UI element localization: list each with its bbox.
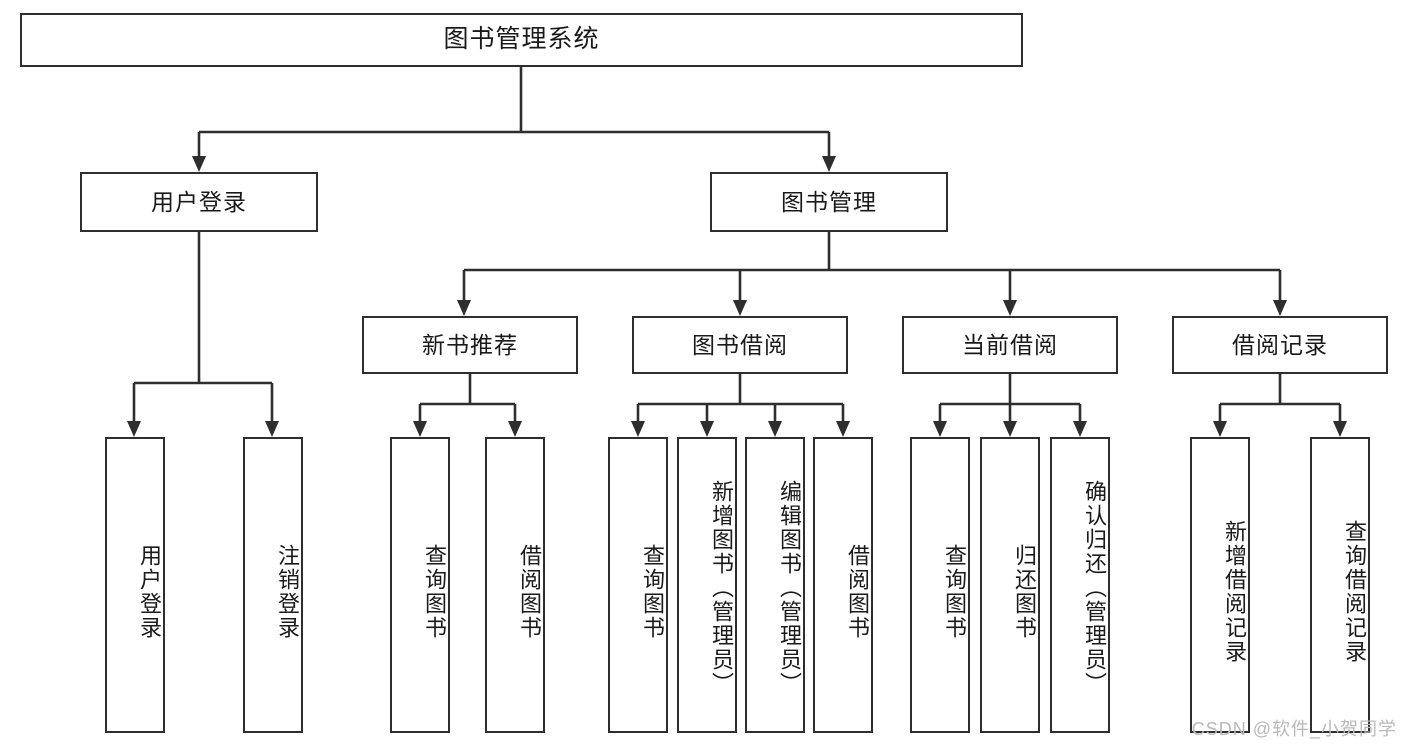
- leaf-user-login-login[interactable]: 用户登录: [105, 437, 165, 733]
- arrowhead-newbook-l1: [413, 421, 427, 437]
- arrowhead-bookborrow: [733, 300, 747, 316]
- node-book-management[interactable]: 图书管理: [710, 172, 948, 232]
- leaf-current-borrow-confirm-return-admin[interactable]: 确认归还（管理员）: [1050, 437, 1110, 733]
- node-new-book-recommend[interactable]: 新书推荐: [362, 316, 578, 374]
- arrowhead-book-manage: [822, 156, 836, 172]
- leaf-user-login-logout[interactable]: 注销登录: [243, 437, 303, 733]
- leaf-book-borrow-query-book[interactable]: 查询图书: [608, 437, 668, 733]
- leaf-book-borrow-edit-book-admin[interactable]: 编辑图书（管理员）: [745, 437, 805, 733]
- arrowhead-newbook-l2: [508, 421, 522, 437]
- leaf-current-borrow-return-book[interactable]: 归还图书: [980, 437, 1040, 733]
- arrowhead-borrowrecord-l2: [1333, 421, 1347, 437]
- arrowhead-user-login: [192, 156, 206, 172]
- leaf-book-borrow-add-book-admin[interactable]: 新增图书（管理员）: [677, 437, 737, 733]
- leaf-borrow-record-query-record[interactable]: 查询借阅记录: [1310, 437, 1370, 733]
- leaf-current-borrow-query-book[interactable]: 查询图书: [910, 437, 970, 733]
- arrowhead-userlogin-l2: [265, 421, 279, 437]
- leaf-new-book-borrow-book[interactable]: 借阅图书: [485, 437, 545, 733]
- node-current-borrow[interactable]: 当前借阅: [902, 316, 1118, 374]
- arrowhead-bookborrow-l4: [836, 421, 850, 437]
- arrowhead-currentborrow-l1: [933, 421, 947, 437]
- leaf-borrow-record-add-record[interactable]: 新增借阅记录: [1190, 437, 1250, 733]
- arrowhead-currentborrow: [1003, 300, 1017, 316]
- arrowhead-currentborrow-l3: [1073, 421, 1087, 437]
- arrowhead-newbook: [457, 300, 471, 316]
- node-book-borrow[interactable]: 图书借阅: [632, 316, 848, 374]
- node-borrow-record[interactable]: 借阅记录: [1172, 316, 1388, 374]
- arrowhead-bookborrow-l2: [700, 421, 714, 437]
- arrowhead-borrowrecord: [1273, 300, 1287, 316]
- node-root-book-management-system[interactable]: 图书管理系统: [20, 13, 1023, 67]
- arrowhead-bookborrow-l3: [768, 421, 782, 437]
- arrowhead-bookborrow-l1: [631, 421, 645, 437]
- arrowhead-borrowrecord-l1: [1213, 421, 1227, 437]
- arrowhead-userlogin-l1: [127, 421, 141, 437]
- node-user-login[interactable]: 用户登录: [80, 172, 318, 232]
- arrowhead-currentborrow-l2: [1003, 421, 1017, 437]
- leaf-new-book-query-book[interactable]: 查询图书: [390, 437, 450, 733]
- leaf-book-borrow-borrow-book[interactable]: 借阅图书: [813, 437, 873, 733]
